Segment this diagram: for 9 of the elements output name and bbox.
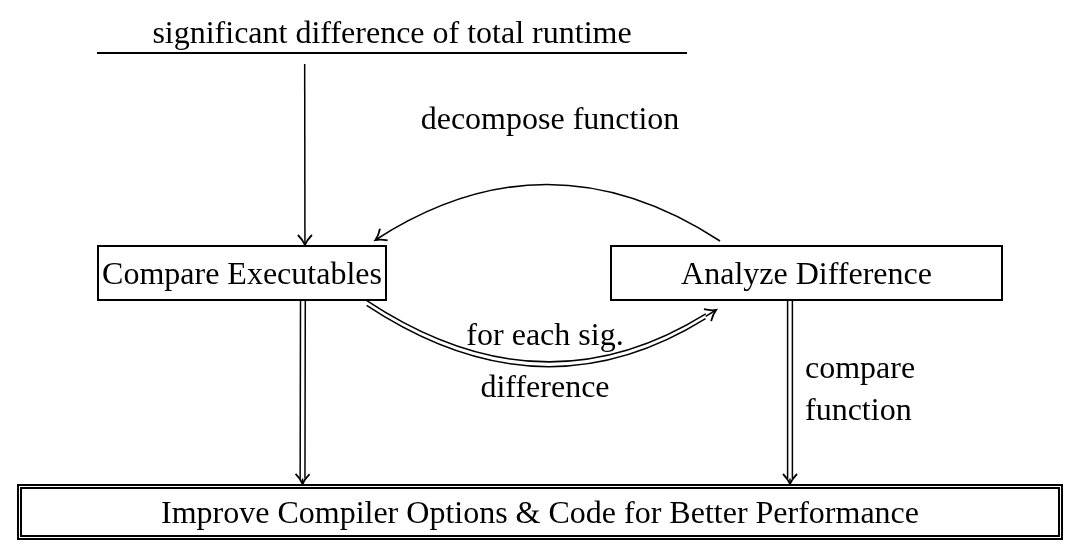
result-box: Improve Compiler Options & Code for Better Performance bbox=[17, 484, 1063, 540]
arrow bbox=[365, 299, 717, 368]
arrow bbox=[782, 300, 798, 485]
process-box: Analyze Difference bbox=[610, 245, 1003, 301]
edge-label: decompose function bbox=[419, 99, 681, 138]
edge-label: for each sig. difference bbox=[465, 315, 625, 406]
edge-label: compare function bbox=[805, 348, 917, 429]
arrow bbox=[294, 300, 311, 485]
process-box: Compare Executables bbox=[97, 245, 387, 301]
